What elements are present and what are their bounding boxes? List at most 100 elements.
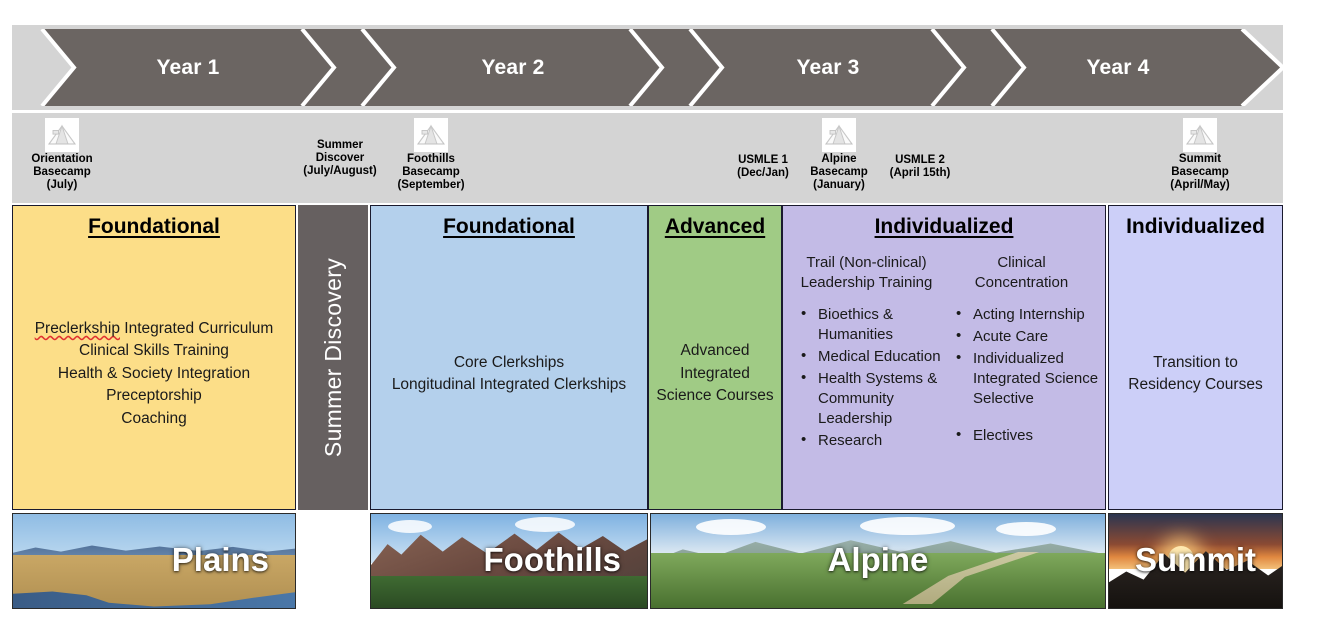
bullet-list-clinical: Acting Internship Acute Care Individuali… (944, 304, 1099, 446)
column-heading-line: Leadership Training (800, 273, 933, 291)
year-label-3: Year 3 (796, 55, 860, 79)
milestone-label: (July/August) (303, 164, 377, 177)
year-label-2: Year 2 (481, 55, 545, 79)
column-heading: Trail (Non-clinical) Leadership Training (789, 253, 944, 292)
panel-body: Trail (Non-clinical) Leadership Training… (783, 239, 1105, 509)
misspelled-word: Preclerkship (34, 319, 120, 337)
column-heading-line: Trail (Non-clinical) (806, 254, 927, 271)
milestone-label: (April 15th) (889, 166, 951, 179)
photo-ground (651, 553, 1105, 608)
milestone-alpine-basecamp: Alpine Basecamp (January) (799, 118, 879, 192)
photo-ground (371, 576, 647, 608)
milestone-summit-basecamp: Summit Basecamp (April/May) (1152, 118, 1248, 192)
panel-heading: Individualized (874, 215, 1014, 238)
milestone-label: Basecamp (1171, 165, 1229, 178)
bullet-item: Acting Internship (954, 304, 1099, 325)
milestone-orientation-basecamp: Orientation Basecamp (July) (16, 118, 108, 192)
milestone-label: Discover (315, 151, 365, 164)
bullet-item: Acute Care (954, 326, 1099, 347)
photo-cloud (859, 516, 955, 535)
bullet-list-trail: Bioethics & Humanities Medical Education… (789, 304, 944, 451)
panel-year1-foundational: Foundational Preclerkship Integrated Cur… (12, 205, 296, 510)
photo-caption: Alpine (827, 541, 929, 579)
bullet-item: Electives (954, 425, 1099, 446)
panel-line: Core Clerkships (453, 353, 565, 371)
plains-photo: Plains (12, 513, 296, 609)
milestone-usmle-2: USMLE 2 (April 15th) (876, 154, 964, 180)
bullet-item: Research (799, 430, 944, 451)
column-trail-leadership: Trail (Non-clinical) Leadership Training… (789, 239, 944, 509)
summit-photo: Summit (1108, 513, 1283, 609)
bullet-item: Bioethics & Humanities (799, 304, 944, 345)
tent-icon (414, 118, 448, 152)
milestone-label: Alpine (821, 153, 857, 165)
photo-cloud (514, 516, 575, 532)
panel-line: Advanced (680, 342, 750, 360)
tent-icon (45, 118, 79, 152)
bullet-item: Individualized Integrated Science Select… (954, 348, 1099, 409)
panel-advanced: Advanced Advanced Integrated Science Cou… (648, 205, 782, 510)
milestone-label: (January) (813, 178, 865, 191)
summer-discovery-label: Summer Discovery (319, 257, 346, 458)
photo-cloud (387, 519, 432, 533)
panel-line: Transition to (1153, 353, 1238, 371)
milestone-label: (Dec/Jan) (737, 166, 789, 179)
panel-line: Preclerkship Integrated Curriculum (35, 318, 274, 340)
tent-icon (822, 118, 856, 152)
panel-line: Health & Society Integration (57, 364, 251, 382)
panel-line: Coaching (121, 409, 187, 427)
milestone-label: (July) (46, 178, 78, 191)
milestone-usmle-1: USMLE 1 (Dec/Jan) (726, 154, 800, 180)
panel-line: Clinical Skills Training (79, 342, 229, 360)
column-clinical-concentration: Clinical Concentration Acting Internship… (944, 239, 1099, 509)
milestone-label: Summer (316, 139, 364, 151)
milestone-summer-discover: Summer Discover (July/August) (295, 139, 385, 178)
panel-line: Preceptorship (106, 387, 202, 405)
chevron-arrow-shape (12, 25, 1283, 110)
alpine-photo: Alpine (650, 513, 1106, 609)
panel-body: Advanced Integrated Science Courses (649, 239, 781, 509)
milestone-label: Orientation (31, 153, 93, 165)
bullet-item: Health Systems & Community Leadership (799, 368, 944, 429)
panel-line: Science Courses (656, 387, 774, 405)
panel-text-lines: Transition to Residency Courses (1128, 352, 1262, 397)
photo-caption: Summit (1134, 541, 1256, 579)
panel-summer-discovery: Summer Discovery (298, 205, 368, 510)
photo-sky (1109, 514, 1282, 569)
panel-line: Residency Courses (1128, 376, 1263, 393)
photo-cloud (696, 518, 767, 535)
column-heading-line: Concentration (974, 273, 1069, 291)
column-heading-line: Clinical (997, 254, 1046, 271)
panel-year3-individualized: Individualized Trail (Non-clinical) Lead… (782, 205, 1106, 510)
panel-line-rest: Integrated Curriculum (119, 319, 274, 337)
panel-text-lines: Core Clerkships Longitudinal Integrated … (392, 352, 626, 397)
milestone-label: (April/May) (1170, 178, 1230, 191)
panel-line: Integrated (680, 364, 750, 382)
milestone-label: Basecamp (402, 165, 460, 178)
panel-line: Longitudinal Integrated Clerkships (391, 376, 627, 393)
panel-year4-individualized: Individualized Transition to Residency C… (1108, 205, 1283, 510)
milestone-label: Foothills (407, 153, 455, 165)
column-heading: Clinical Concentration (944, 253, 1099, 292)
panel-body: Core Clerkships Longitudinal Integrated … (371, 239, 647, 509)
milestone-label: (September) (397, 178, 465, 191)
year-label-4: Year 4 (1086, 55, 1150, 79)
panel-heading: Individualized (1126, 215, 1265, 238)
panel-text-lines: Advanced Integrated Science Courses (656, 340, 773, 407)
photo-rock-formation (371, 532, 647, 578)
year-label-1: Year 1 (156, 55, 220, 79)
milestone-label: Basecamp (810, 165, 868, 178)
milestone-label: Basecamp (33, 165, 91, 178)
photo-caption: Foothills (483, 541, 621, 579)
photo-caption: Plains (171, 541, 269, 579)
panel-heading: Foundational (443, 215, 575, 238)
panel-heading: Foundational (88, 215, 220, 238)
panel-year2-foundational: Foundational Core Clerkships Longitudina… (370, 205, 648, 510)
foothills-photo: Foothills (370, 513, 648, 609)
year-timeline-band: Year 1 Year 2 Year 3 Year 4 (12, 25, 1283, 110)
photo-cloud (996, 521, 1057, 536)
panel-body: Transition to Residency Courses (1109, 239, 1282, 509)
milestone-label: USMLE 1 (738, 154, 788, 166)
panel-heading: Advanced (664, 215, 766, 238)
